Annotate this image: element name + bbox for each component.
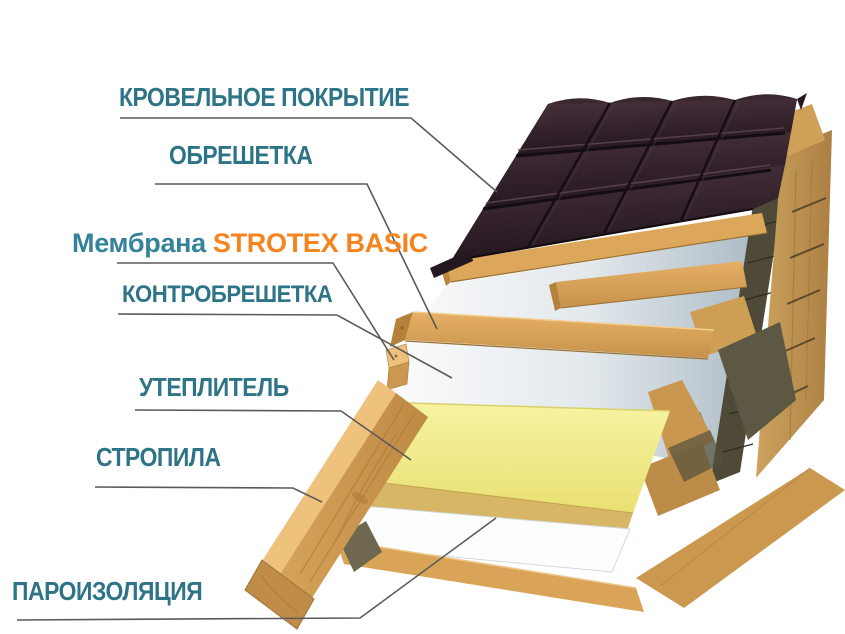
label-membrane-prefix: Мембрана — [72, 228, 206, 258]
leader-line-lathing — [155, 183, 438, 330]
tile-eave-fold — [430, 250, 473, 278]
leader-line-rafters — [94, 486, 323, 503]
lathing-batten-main — [390, 311, 715, 360]
tile-edge-flick — [797, 93, 807, 110]
counter-batten-block — [385, 343, 410, 391]
label-membrane-brand: STROTEX BASIC — [212, 228, 429, 258]
bottom-frame-front-board — [336, 540, 644, 612]
rafter-beam — [244, 380, 428, 630]
leader-line-counter-lathing — [117, 313, 453, 379]
leader-line-roof-covering — [120, 117, 498, 193]
bottom-frame-right-board — [636, 468, 845, 608]
leader-line-vapor-barrier — [16, 517, 497, 621]
label-counter-lathing: КОНТРОБРЕШЕТКА — [122, 281, 333, 308]
bottom-frame — [335, 467, 845, 612]
label-rafters: СТРОПИЛА — [96, 442, 221, 472]
label-vapor-barrier: ПАРОИЗОЛЯЦИЯ — [12, 576, 203, 606]
tile-sheet — [430, 93, 807, 278]
label-insulation: УТЕПЛИТЕЛЬ — [139, 372, 289, 402]
lathing-batten-middle — [549, 261, 748, 311]
label-roof-covering: КРОВЕЛЬНОЕ ПОКРЫТИЕ — [119, 82, 410, 112]
label-lathing: ОБРЕШЕТКА — [169, 140, 313, 170]
leader-line-insulation — [134, 409, 412, 461]
leader-line-membrane — [117, 262, 395, 361]
